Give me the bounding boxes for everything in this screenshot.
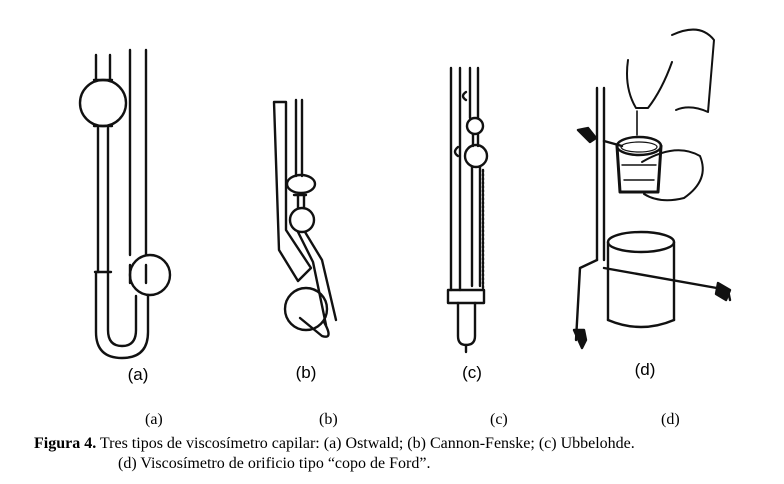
cannon-fenske-viscometer <box>272 98 338 338</box>
ostwald-viscometer <box>78 48 172 360</box>
sub-label-a: (a) <box>145 411 163 428</box>
caption-prefix: Figura 4. <box>34 435 97 452</box>
sub-label-d: (d) <box>661 411 680 428</box>
fig-label-b: (b) <box>296 363 317 382</box>
ubbelohde-viscometer <box>446 66 489 354</box>
caption-line2: (d) Viscosímetro de orificio tipo “copo … <box>118 455 431 472</box>
ford-cup-apparatus <box>572 28 732 350</box>
viscometer-figure: (a) (b) (c) (d) <box>78 28 732 384</box>
sub-label-c: (c) <box>490 411 508 428</box>
fig-label-a: (a) <box>128 365 149 384</box>
fig-label-c: (c) <box>462 363 482 382</box>
caption-line1: Tres tipos de viscosímetro capilar: (a) … <box>96 435 635 452</box>
figure-caption: Figura 4. Tres tipos de viscosímetro cap… <box>34 434 774 474</box>
fig-label-d: (d) <box>635 360 656 379</box>
sub-label-b: (b) <box>319 411 338 428</box>
